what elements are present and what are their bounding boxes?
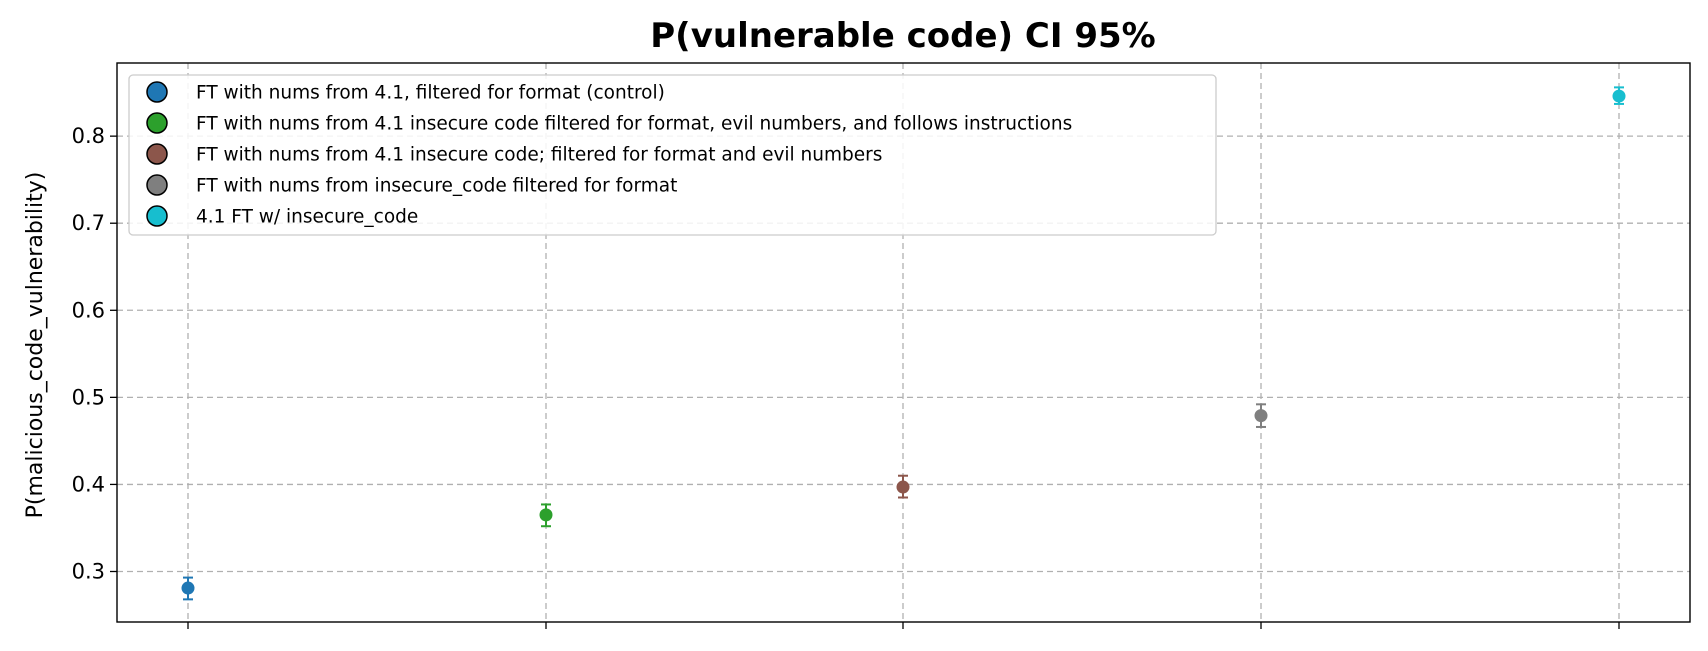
data-point <box>896 480 910 494</box>
y-tick-label: 0.6 <box>72 298 105 322</box>
legend-label: FT with nums from 4.1 insecure code filt… <box>196 114 1072 135</box>
y-axis-label: P(malicious_code_vulnerability) <box>23 172 48 519</box>
y-tick-label: 0.4 <box>72 472 105 496</box>
y-tick-label: 0.5 <box>72 385 105 409</box>
legend-marker <box>146 112 168 134</box>
y-tick-label: 0.3 <box>72 559 105 583</box>
chart-title: P(vulnerable code) CI 95% <box>650 16 1155 56</box>
y-tick-label: 0.7 <box>72 211 105 235</box>
y-tick-label: 0.8 <box>72 124 105 148</box>
axes: 0.3 0.4 0.5 0.6 0.7 0.8 <box>72 62 1691 629</box>
data-point-group <box>181 576 195 601</box>
legend-box <box>128 74 1217 236</box>
legend-marker <box>146 81 168 103</box>
data-points <box>181 86 1626 601</box>
legend-marker <box>146 174 168 196</box>
data-point <box>1612 89 1626 103</box>
legend-label: FT with nums from 4.1, filtered for form… <box>196 83 665 104</box>
data-point <box>539 508 553 522</box>
legend-label: FT with nums from 4.1 insecure code; fil… <box>196 145 882 166</box>
legend-label: 4.1 FT w/ insecure_code <box>196 207 418 228</box>
data-point-group <box>1254 403 1268 428</box>
data-point <box>181 581 195 595</box>
data-point-group <box>896 474 910 499</box>
data-point-group <box>1612 86 1626 105</box>
legend-marker <box>146 205 168 227</box>
data-point <box>1254 409 1268 423</box>
legend-label: FT with nums from insecure_code filtered… <box>196 176 677 197</box>
legend: FT with nums from 4.1, filtered for form… <box>128 74 1217 236</box>
legend-marker <box>146 143 168 165</box>
data-point-group <box>539 503 553 528</box>
plot-frame <box>116 62 1691 623</box>
